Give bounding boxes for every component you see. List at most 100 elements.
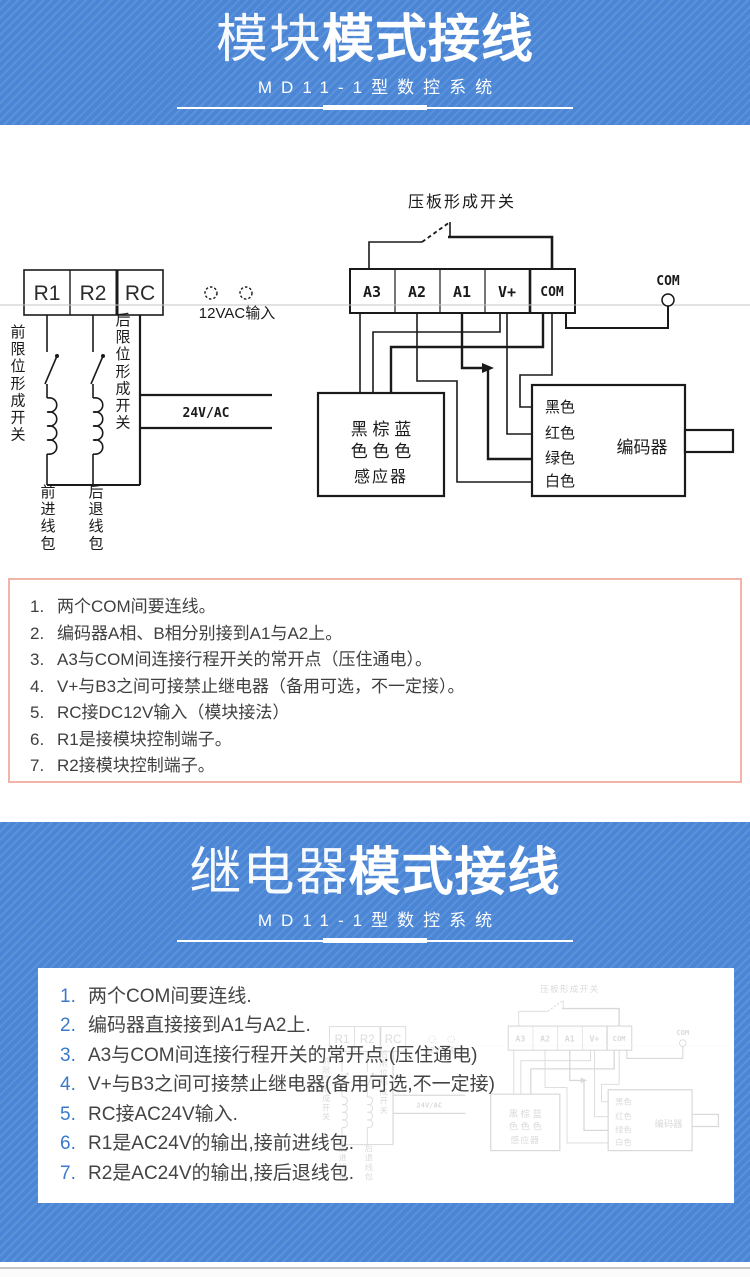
sensor-box: [316, 391, 446, 498]
note-text: R2是AC24V的输出,接后退线包.: [88, 1162, 355, 1184]
note-number: 3.: [30, 650, 45, 669]
note-number: 2.: [30, 623, 45, 643]
module-mode-section: 模块模式接线 MD11-1型数控系统: [0, 0, 750, 783]
relay-notes-list: 1. 两个COM间要连线. 2. 编码器直接接到A1与A2上. 3. A3与COM间连…: [38, 968, 734, 1189]
note-number: 6.: [60, 1133, 76, 1155]
v24-label: 24V/AC: [183, 406, 230, 421]
encoder-color-red: 红色: [545, 425, 575, 442]
note-text: A3与COM间连接行程开关的常开点.(压住通电): [88, 1044, 478, 1066]
note-text: R1是AC24V的输出,接前进线包.: [88, 1133, 355, 1155]
com-node: [565, 293, 675, 329]
sensor-colors-line2: 色 色 色: [351, 442, 411, 461]
note-number: 1.: [60, 985, 76, 1007]
wiring-diagram-svg: R1 R2 RC A3 A2 A1 V+ COM 压板形成开关: [0, 193, 750, 552]
note-text: 编码器直接接到A1与A2上.: [88, 1015, 311, 1037]
note-number: 3.: [60, 1044, 76, 1066]
sensor-wires: [359, 313, 545, 393]
note-item: 1. 两个COM间要连线.: [60, 982, 734, 1012]
note-item: 5. RC接DC12V输入（模块接法）: [20, 700, 724, 727]
encoder-color-black: 黑色: [545, 399, 575, 416]
com-node-label: COM: [656, 274, 680, 289]
note-item: 7. R2接模块控制端子。: [20, 753, 724, 780]
note-item: 2. 编码器直接接到A1与A2上.: [60, 1011, 734, 1041]
note-item: 3. A3与COM间连接行程开关的常开点.(压住通电): [60, 1041, 734, 1071]
module-notes-list: 1.两个COM间要连线。 2.编码器A相、B相分别接到A1与A2上。 3. A3与…: [20, 594, 724, 780]
sensor-colors-line1: 黑 棕 蓝: [351, 420, 411, 439]
rear-coil-label: 后退线包: [88, 484, 103, 552]
note-text: 两个COM间要连线。: [57, 597, 216, 616]
note-number: 7.: [30, 756, 45, 775]
encoder-color-white: 白色: [545, 473, 575, 490]
relay-notes-box: 1. 两个COM间要连线. 2. 编码器直接接到A1与A2上. 3. A3与COM间连…: [38, 967, 734, 1203]
backward-coil-symbol: [92, 397, 104, 455]
front-coil-label: 前进线包: [40, 484, 55, 552]
note-text: RC接DC12V输入（模块接法）: [57, 703, 290, 722]
switch-label: 压板形成开关: [408, 193, 516, 211]
terminal-vplus: V+: [498, 283, 516, 301]
module-title-light: 模块: [215, 11, 322, 69]
terminal-block-main: [349, 268, 576, 314]
note-text: RC接AC24V输入.: [88, 1103, 238, 1125]
module-notes-box: 1.两个COM间要连线。 2.编码器A相、B相分别接到A1与A2上。 3. A3与…: [8, 578, 742, 783]
note-number: 5.: [60, 1103, 76, 1125]
relay-banner-title: 继电器模式接线: [0, 822, 750, 901]
pressure-plate-switch: [368, 221, 554, 269]
underline-thick: [323, 937, 427, 943]
forward-coil-symbol: [46, 397, 58, 455]
note-text: R2接模块控制端子。: [57, 756, 215, 775]
note-item: 1.两个COM间要连线。: [20, 594, 724, 621]
note-number: 4.: [60, 1074, 76, 1096]
banner-underline: [177, 937, 573, 943]
note-number: 4.: [30, 676, 45, 696]
note-text: V+与B3之间可接禁止继电器(备用可选,不一定接): [88, 1074, 495, 1096]
relay-title-bold: 模式接线: [348, 844, 561, 902]
note-item: 5. RC接AC24V输入.: [60, 1100, 734, 1130]
module-banner-subtitle: MD11-1型数控系统: [257, 77, 502, 97]
note-item: 3. A3与COM间连接行程开关的常开点（压住通电）。: [20, 647, 724, 674]
note-number: 2.: [60, 1015, 76, 1037]
terminal-a3: A3: [363, 283, 381, 301]
module-banner: 模块模式接线 MD11-1型数控系统: [0, 0, 750, 125]
wiring-group: R1 R2 RC A3 A2 A1 V+ COM 压板形成开关: [0, 193, 750, 552]
note-item: 4. V+与B3之间可接禁止继电器(备用可选,不一定接): [60, 1070, 734, 1100]
relay-banner-subtitle: MD11-1型数控系统: [257, 910, 502, 930]
note-item: 4. V+与B3之间可接禁止继电器（备用可选，不一定接）。: [20, 674, 724, 701]
note-text: A3与COM间连接行程开关的常开点（压住通电）。: [57, 650, 432, 669]
note-item: 2.编码器A相、B相分别接到A1与A2上。: [20, 621, 724, 648]
r1-branch: [44, 315, 59, 485]
note-item: 6. R1是接模块控制端子。: [20, 727, 724, 754]
note-text: 两个COM间要连线.: [88, 985, 252, 1007]
terminal-a2: A2: [408, 283, 426, 301]
note-number: 6.: [30, 729, 45, 749]
terminal-r1: R1: [34, 282, 61, 305]
relay-banner: 继电器模式接线 MD11-1型数控系统: [0, 822, 750, 943]
note-item: 6. R1是AC24V的输出,接前进线包.: [60, 1129, 734, 1159]
terminal-a1: A1: [453, 283, 471, 301]
encoder-name: 编码器: [617, 438, 668, 457]
sensor-name: 感应器: [354, 467, 408, 486]
encoder-color-green: 绿色: [545, 450, 575, 467]
module-title-bold: 模式接线: [322, 11, 535, 69]
encoder-wires: [416, 313, 553, 483]
rear-limit-label: 后限位形成开关: [115, 312, 130, 432]
banner-underline: [177, 104, 573, 110]
wiring-diagram: R1 R2 RC A3 A2 A1 V+ COM 压板形成开关: [0, 185, 750, 575]
note-text: R1是接模块控制端子。: [57, 729, 232, 749]
module-banner-title: 模块模式接线: [0, 0, 750, 68]
vac-input-points: [204, 286, 253, 300]
bottom-divider-line: [0, 1267, 750, 1269]
wire-arrow: [482, 363, 494, 373]
r2-branch: [90, 315, 105, 485]
encoder-box: [530, 383, 735, 498]
bottom-strip: [0, 1267, 750, 1277]
note-text: V+与B3之间可接禁止继电器（备用可选，不一定接）。: [57, 676, 465, 696]
rc-branch: [47, 315, 272, 486]
note-number: 7.: [60, 1162, 76, 1184]
front-limit-label: 前限位形成开关: [10, 324, 25, 444]
underline-thick: [323, 104, 427, 110]
relay-title-light: 继电器: [189, 844, 349, 902]
note-number: 5.: [30, 703, 45, 722]
terminal-r2: R2: [80, 282, 107, 305]
terminal-com: COM: [540, 285, 564, 300]
vac-input-label: 12VAC输入: [199, 305, 275, 322]
